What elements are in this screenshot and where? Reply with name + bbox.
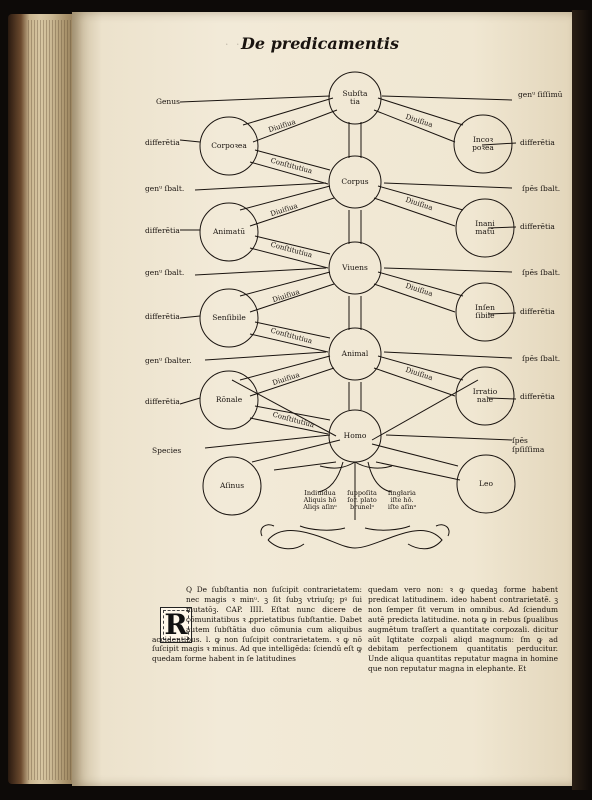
node-label: Irratio nale (472, 387, 498, 404)
node-substantia (328, 71, 382, 125)
root-label: ſuppoſita ſor. plato brunelᵒ (347, 489, 377, 511)
right-label: differētia (520, 307, 555, 316)
root-strokes (317, 461, 393, 520)
left-label: Species (152, 446, 182, 455)
right-label: differētia (520, 222, 555, 231)
page-stack-edge (8, 14, 80, 784)
root-label: Indiuidua Aliquis hō Aliqs aſinᵘ (303, 489, 337, 511)
node-label: Corpoꝛea (211, 141, 247, 150)
node-animatum (199, 202, 259, 262)
right-label: differētia (520, 138, 555, 147)
text-column-right-body: quedam vero non: ꝛ ꝙ quedaꝫ forme habent… (368, 585, 558, 674)
bleed-through-text: · · · · (225, 38, 264, 51)
node-label: Incoꝛ poꝛea (472, 135, 494, 152)
right-label: ſpēs ſbalt. (522, 184, 561, 193)
node-vivens (328, 241, 382, 295)
text-column-right: quedam vero non: ꝛ ꝙ quedaꝫ forme habent… (368, 585, 558, 755)
drop-cap: R (160, 607, 192, 643)
node-asinus (202, 456, 262, 516)
node-label: Inani matū (475, 219, 495, 236)
left-label: Genus (156, 97, 180, 106)
node-label: Rōnale (215, 395, 243, 404)
node-label: Corpus (341, 177, 369, 186)
right-label: ſpēs ſbalt. (522, 354, 561, 363)
node-insensibile (455, 282, 515, 342)
right-label: genᵘ ſiſſimū (518, 90, 563, 99)
node-irrationale (455, 366, 515, 426)
node-label: Viuens (342, 263, 368, 272)
left-label: differētia (145, 312, 180, 321)
node-label: Inſen ſibile (475, 303, 495, 320)
node-label: Animal (341, 349, 369, 358)
node-inanimatum (455, 198, 515, 258)
node-label: Homo (343, 431, 367, 440)
node-incorporea (453, 114, 513, 174)
node-corpus (328, 155, 382, 209)
page-title: De predicamentis (240, 34, 399, 53)
right-label: ſpēs ſpſiſſima (512, 436, 545, 454)
left-label: genᵘ ſbalt. (145, 184, 185, 193)
node-corporea (199, 116, 259, 176)
book-page (72, 12, 572, 786)
root-ornament (267, 530, 443, 550)
right-label: differētia (520, 392, 555, 401)
text-column-left-body: Q De ſubſtantia non ſuſcipit contrarieta… (152, 585, 362, 664)
right-label: ſpēs ſbalt. (522, 268, 561, 277)
node-label: Aſinus (219, 481, 245, 490)
left-label: genᵘ ſbalt. (145, 268, 185, 277)
left-label: differētia (145, 397, 180, 406)
node-animal (328, 327, 382, 381)
root-label: ſingłaria iſte hō. iſte aſinᵘ (387, 489, 417, 511)
page-stack-lines (28, 20, 72, 780)
node-label: Animatū (212, 227, 246, 236)
node-rationale (199, 370, 259, 430)
text-column-left: Q De ſubſtantia non ſuſcipit contrarieta… (152, 585, 362, 755)
node-leo (456, 454, 516, 514)
node-label: Leo (479, 479, 493, 488)
left-label: differētia (145, 138, 180, 147)
book-binding-edge (572, 10, 592, 790)
left-label: differētia (145, 226, 180, 235)
node-label: Senſibile (212, 313, 246, 322)
node-label: Subſta tia (342, 89, 368, 106)
left-label: genᵘ ſbalter. (145, 356, 192, 365)
node-sensibile (199, 288, 259, 348)
